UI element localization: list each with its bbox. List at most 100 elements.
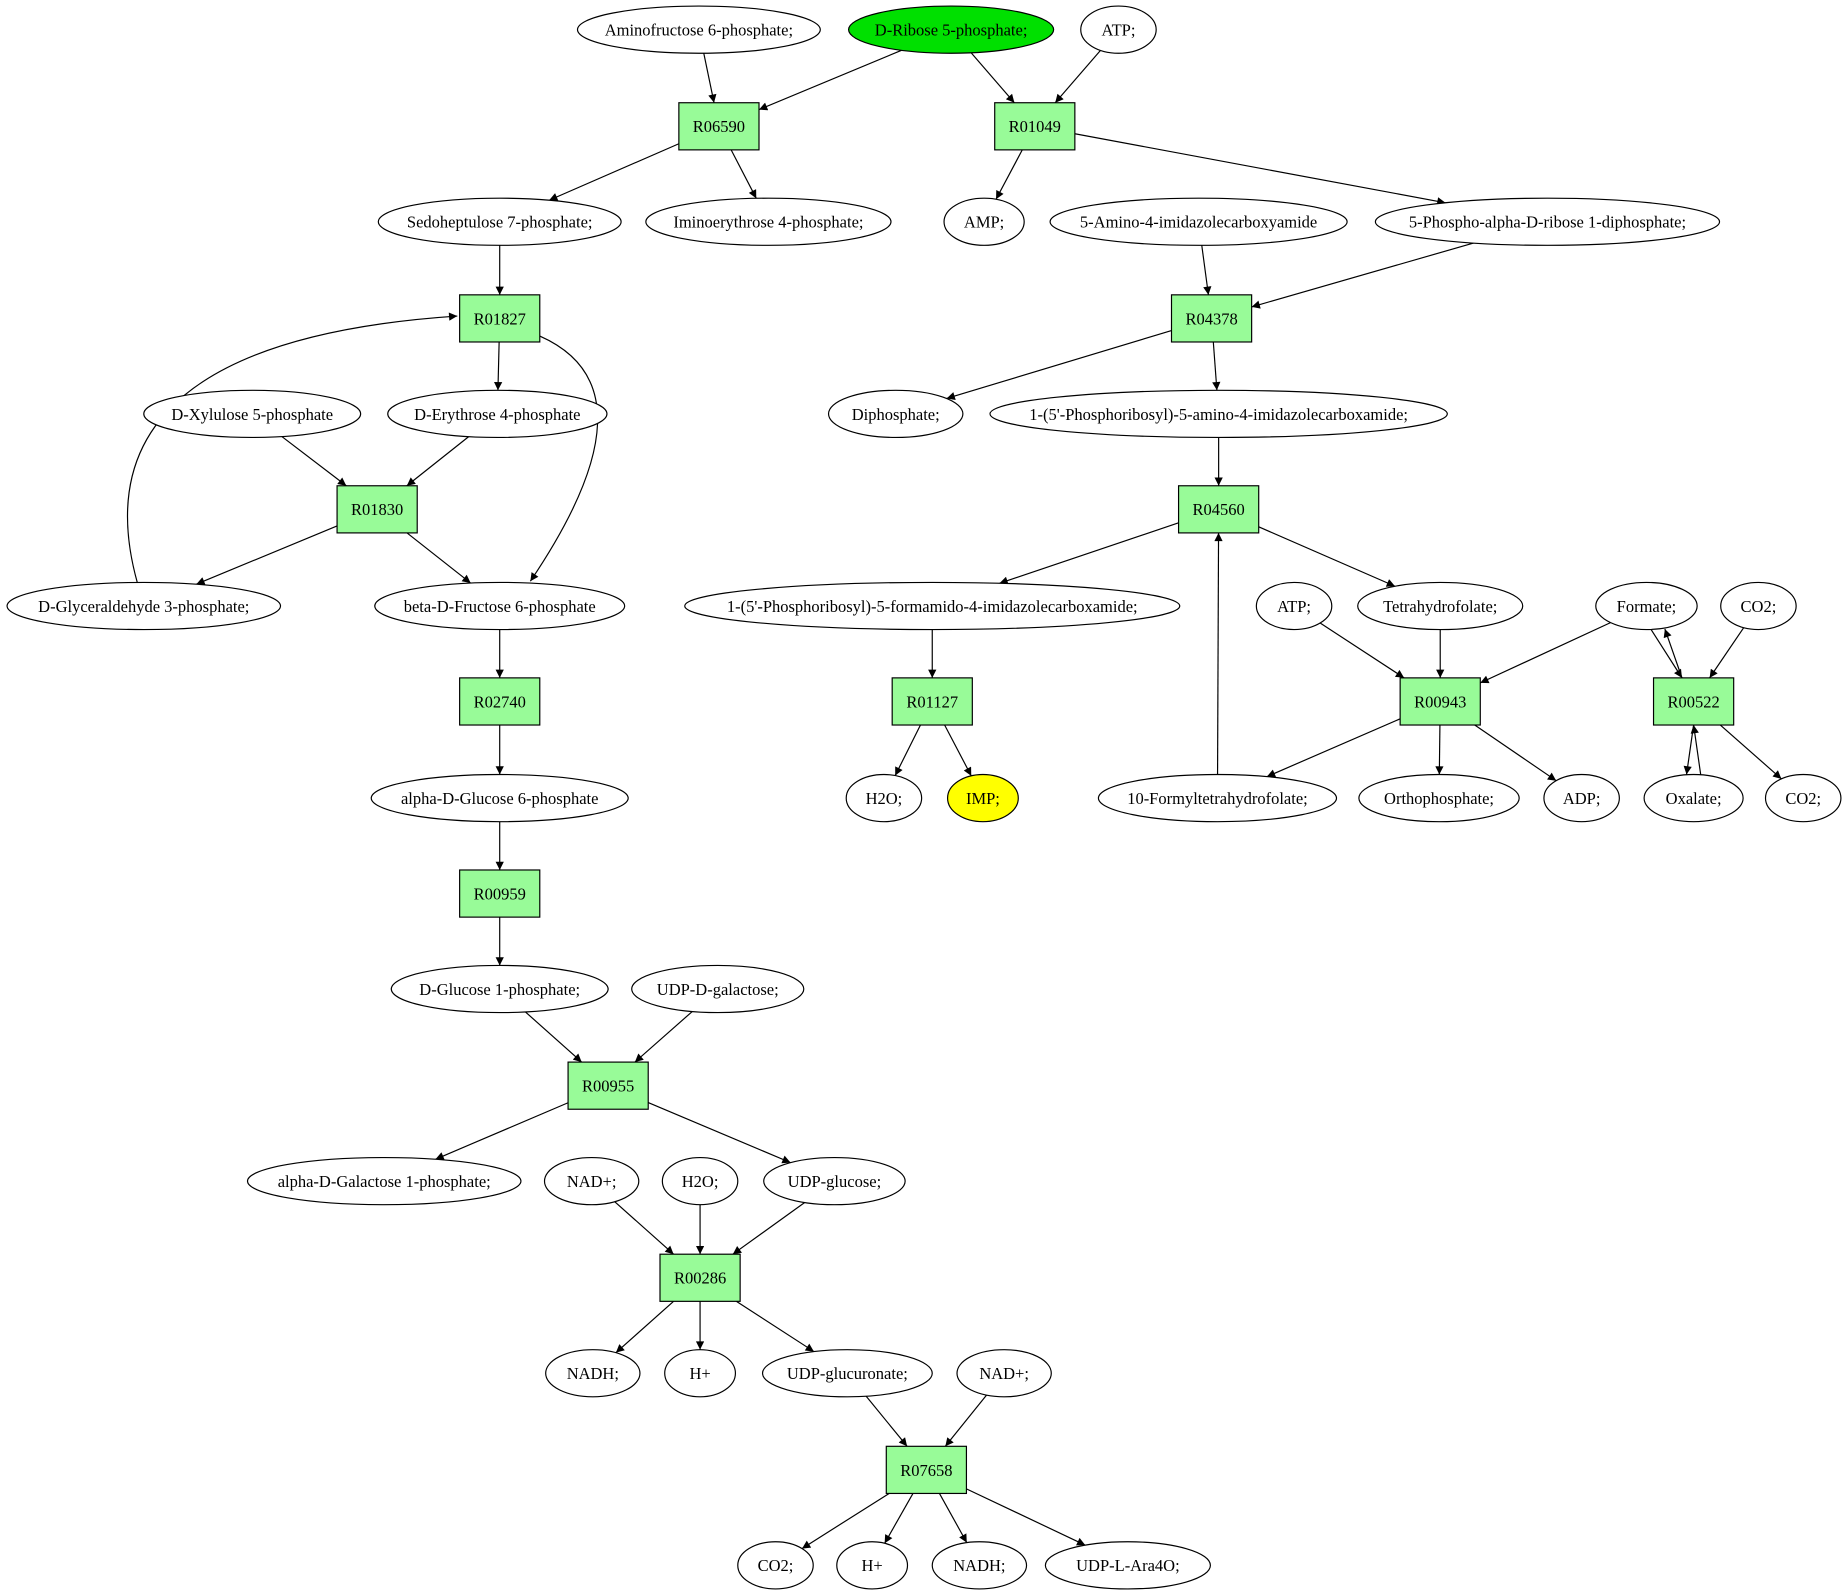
reaction-box xyxy=(1177,485,1260,534)
metabolite-ellipse xyxy=(946,773,1019,823)
metabolite-node-diph[interactable]: Diphosphate; xyxy=(827,389,964,439)
edge-aica-to-R04378 xyxy=(1201,245,1212,295)
metabolite-ellipse xyxy=(1255,581,1333,631)
metabolite-ellipse xyxy=(1097,773,1338,823)
metabolite-node-udpglca[interactable]: UDP-glucuronate; xyxy=(761,1349,933,1398)
edge-R00522-to-oxal xyxy=(1683,724,1695,775)
metabolite-node-atp1[interactable]: ATP; xyxy=(1080,5,1157,54)
metabolite-node-amino6p[interactable]: Aminofructose 6-phosphate; xyxy=(576,5,821,54)
metabolite-node-agal1p[interactable]: alpha-D-Galactose 1-phosphate; xyxy=(246,1156,522,1206)
metabolite-node-oxal[interactable]: Oxalate; xyxy=(1643,773,1744,823)
nodes-layer: Aminofructose 6-phosphate; D-Ribose 5-pho… xyxy=(6,5,1842,1590)
reaction-box xyxy=(567,1061,649,1110)
reaction-node-R06590[interactable]: R06590 xyxy=(678,102,760,151)
node-label: D-Glucose 1-phosphate; xyxy=(419,980,580,999)
node-label: R01827 xyxy=(474,309,526,328)
reaction-node-R01830[interactable]: R01830 xyxy=(336,485,418,534)
metabolite-node-atp2[interactable]: ATP; xyxy=(1255,581,1333,631)
node-label: ATP; xyxy=(1101,21,1135,40)
reaction-node-R00955[interactable]: R00955 xyxy=(567,1061,649,1110)
metabolite-ellipse xyxy=(390,964,609,1014)
edge-R00286-to-udpglca xyxy=(736,1300,815,1353)
metabolite-node-sedo[interactable]: Sedoheptulose 7-phosphate; xyxy=(377,197,622,246)
metabolite-node-fthf[interactable]: 10-Formyltetrahydrofolate; xyxy=(1097,773,1338,823)
metabolite-node-prpp[interactable]: 5-Phospho-alpha-D-ribose 1-diphosphate; xyxy=(1374,197,1721,246)
reaction-node-R00286[interactable]: R00286 xyxy=(659,1253,741,1302)
metabolite-node-g3p[interactable]: D-Glyceraldehyde 3-phosphate; xyxy=(6,581,282,631)
metabolite-node-nadh1[interactable]: NADH; xyxy=(545,1349,641,1398)
reaction-box xyxy=(459,869,541,918)
node-label: 5-Amino-4-imidazolecarboxyamide xyxy=(1080,213,1317,232)
metabolite-node-ag6p[interactable]: alpha-D-Glucose 6-phosphate xyxy=(370,773,629,823)
metabolite-node-aica[interactable]: 5-Amino-4-imidazolecarboxyamide xyxy=(1049,197,1348,246)
reaction-node-R00522[interactable]: R00522 xyxy=(1652,677,1735,726)
node-label: NADH; xyxy=(953,1556,1005,1575)
node-label: H2O; xyxy=(866,789,903,808)
edge-amino6p-to-R06590 xyxy=(703,53,717,103)
metabolite-node-imp[interactable]: IMP; xyxy=(946,773,1019,823)
metabolite-node-udpara[interactable]: UDP-L-Ara4O; xyxy=(1044,1541,1211,1590)
reaction-box xyxy=(659,1253,741,1302)
metabolite-node-udpglc[interactable]: UDP-glucose; xyxy=(763,1156,906,1206)
reaction-node-R04560[interactable]: R04560 xyxy=(1177,485,1260,534)
reaction-node-R02740[interactable]: R02740 xyxy=(459,677,541,726)
metabolite-node-udpgal[interactable]: UDP-D-galactose; xyxy=(631,964,805,1014)
reaction-box xyxy=(1652,677,1735,726)
metabolite-node-nadh2[interactable]: NADH; xyxy=(931,1541,1028,1590)
edge-oxal-to-R00522 xyxy=(1690,724,1702,775)
metabolite-node-amp[interactable]: AMP; xyxy=(943,197,1025,246)
edge-R00522-to-co2b xyxy=(1719,724,1782,780)
metabolite-node-co2c[interactable]: CO2; xyxy=(737,1541,814,1590)
reaction-node-R00959[interactable]: R00959 xyxy=(459,869,541,918)
node-label: NAD+; xyxy=(567,1172,617,1191)
metabolite-ellipse xyxy=(246,1156,522,1206)
node-label: R04560 xyxy=(1193,500,1245,519)
node-label: Diphosphate; xyxy=(852,405,940,424)
metabolite-node-xylu[interactable]: D-Xylulose 5-phosphate xyxy=(143,389,362,439)
metabolite-node-co2a[interactable]: CO2; xyxy=(1720,581,1797,631)
node-label: alpha-D-Glucose 6-phosphate xyxy=(401,789,598,808)
metabolite-node-h1[interactable]: H+ xyxy=(664,1349,737,1398)
node-label: Oxalate; xyxy=(1666,789,1722,808)
metabolite-node-g1p[interactable]: D-Glucose 1-phosphate; xyxy=(390,964,609,1014)
reaction-node-R04378[interactable]: R04378 xyxy=(1170,294,1253,343)
metabolite-node-eryth[interactable]: D-Erythrose 4-phosphate xyxy=(387,389,608,439)
metabolite-node-bf6p[interactable]: beta-D-Fructose 6-phosphate xyxy=(374,581,626,631)
metabolite-node-h2o2[interactable]: H2O; xyxy=(661,1156,739,1206)
metabolite-ellipse xyxy=(631,964,805,1014)
node-label: NAD+; xyxy=(979,1364,1029,1383)
node-label: 1-(5'-Phosphoribosyl)-5-amino-4-imidazol… xyxy=(1029,405,1408,424)
metabolite-node-co2b[interactable]: CO2; xyxy=(1764,773,1842,823)
reaction-node-R01127[interactable]: R01127 xyxy=(891,677,973,726)
metabolite-node-nad2[interactable]: NAD+; xyxy=(956,1349,1052,1398)
edge-xylu-to-R01830 xyxy=(281,436,347,487)
node-label: CO2; xyxy=(758,1556,794,1575)
edge-R01049-to-amp xyxy=(995,149,1023,200)
metabolite-node-h2[interactable]: H+ xyxy=(836,1541,909,1590)
reaction-node-R01827[interactable]: R01827 xyxy=(459,294,541,343)
metabolite-node-nad1[interactable]: NAD+; xyxy=(543,1156,640,1206)
metabolite-ellipse xyxy=(1049,197,1348,246)
reaction-node-R01049[interactable]: R01049 xyxy=(994,102,1076,151)
metabolite-node-aicar[interactable]: 1-(5'-Phosphoribosyl)-5-amino-4-imidazol… xyxy=(989,389,1448,439)
metabolite-ellipse xyxy=(763,1156,906,1206)
metabolite-node-rib5p[interactable]: D-Ribose 5-phosphate; xyxy=(847,5,1055,54)
edge-R06590-to-imino xyxy=(730,149,757,199)
metabolite-ellipse xyxy=(6,581,282,631)
metabolite-node-h2o1[interactable]: H2O; xyxy=(845,773,923,823)
reaction-node-R00943[interactable]: R00943 xyxy=(1399,677,1481,726)
metabolite-node-imino[interactable]: Iminoerythrose 4-phosphate; xyxy=(645,197,892,246)
node-label: Iminoerythrose 4-phosphate; xyxy=(673,213,863,232)
reaction-node-R07658[interactable]: R07658 xyxy=(885,1445,968,1495)
metabolite-ellipse xyxy=(737,1541,814,1590)
metabolite-node-adp[interactable]: ADP; xyxy=(1543,773,1620,823)
edge-g1p-to-R00955 xyxy=(525,1011,583,1063)
metabolite-ellipse xyxy=(956,1349,1052,1398)
metabolite-node-ortho[interactable]: Orthophosphate; xyxy=(1358,773,1520,823)
metabolite-node-formate[interactable]: Formate; xyxy=(1595,581,1698,631)
edge-fthf-to-R04560 xyxy=(1214,532,1223,775)
metabolite-node-thf[interactable]: Tetrahydrofolate; xyxy=(1357,581,1524,631)
metabolite-node-faicar[interactable]: 1-(5'-Phosphoribosyl)-5-formamido-4-imid… xyxy=(684,581,1181,631)
edge-R01830-to-bf6p xyxy=(406,532,472,584)
